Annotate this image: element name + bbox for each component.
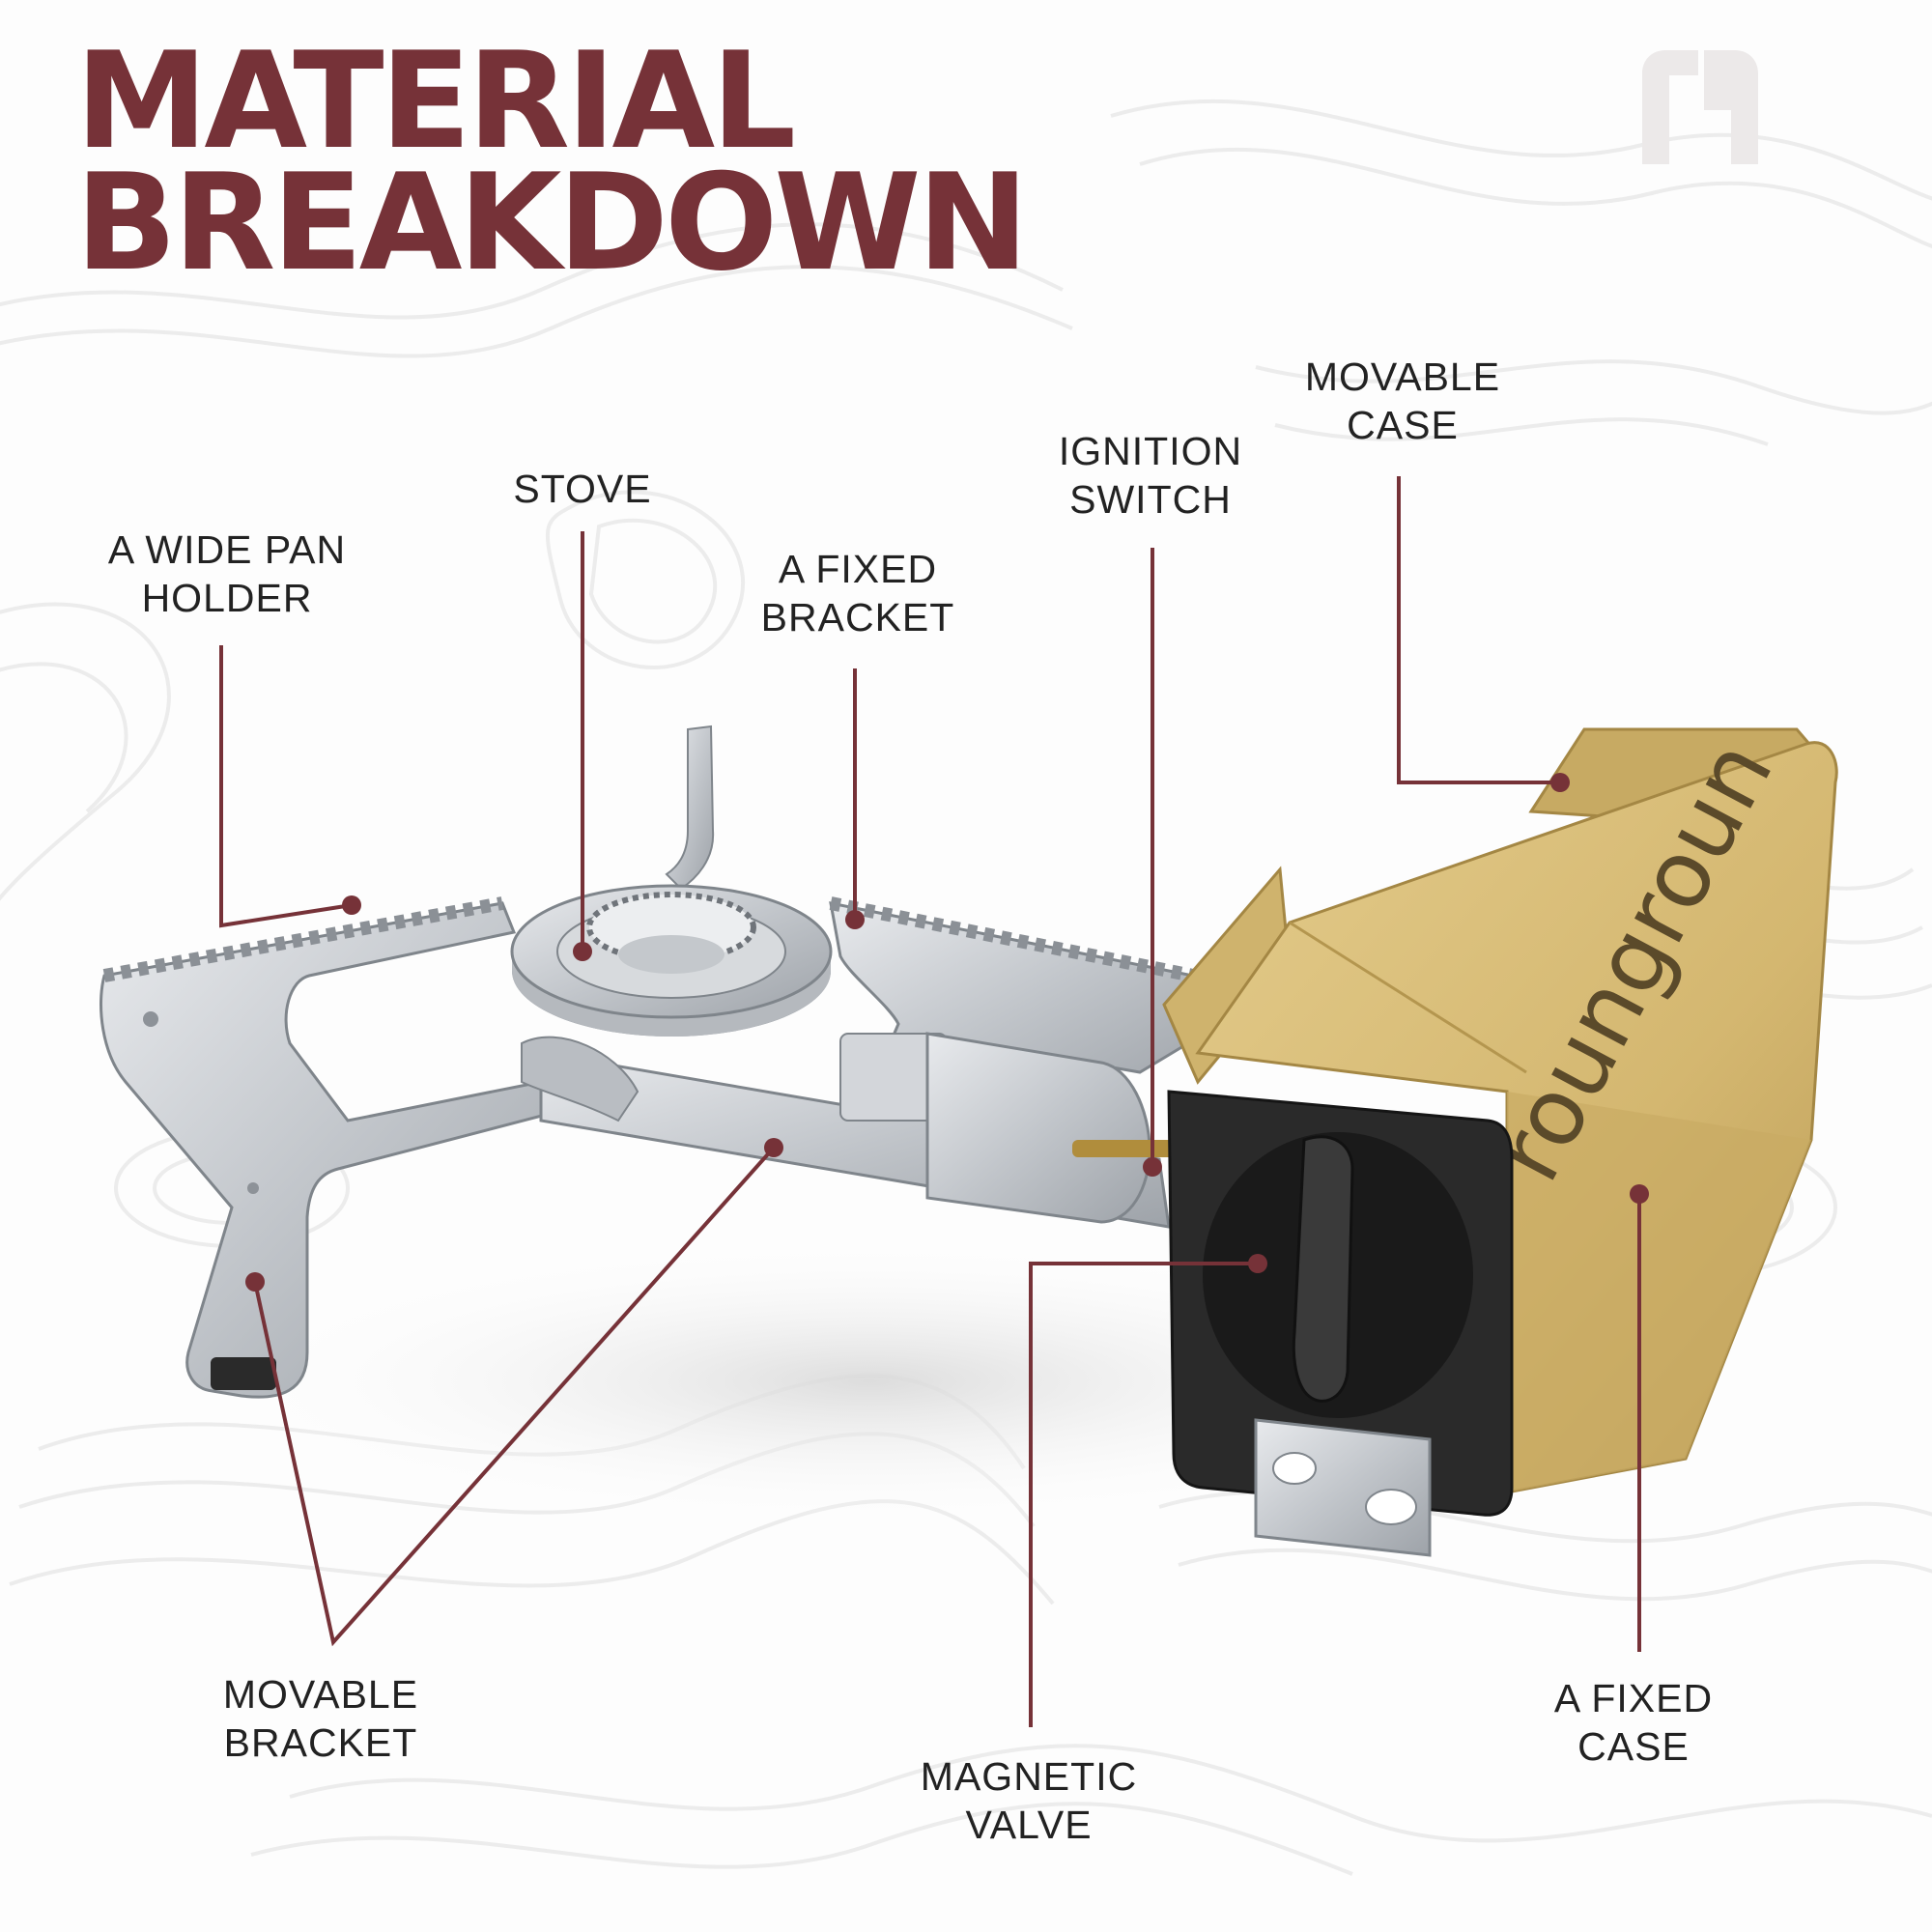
dot-fixed-bracket [845, 910, 865, 929]
dot-ignition-switch [1143, 1157, 1162, 1177]
brass-valve-pin [1072, 1140, 1179, 1157]
control-panel [1167, 1090, 1514, 1517]
leader-lines [219, 476, 1641, 1727]
page-title: MATERIAL BREAKDOWN [75, 23, 1029, 300]
label-magnetic-valve: MAGNETIC VALVE [920, 1754, 1138, 1847]
label-wide-pan-holder: A WIDE PAN HOLDER [107, 527, 347, 620]
label-ignition-switch: IGNITION SWITCH [1058, 429, 1243, 522]
pan-holder-arm [99, 896, 563, 1399]
title-line-1: MATERIAL [75, 23, 796, 179]
label-fixed-case: A FIXED CASE [1553, 1676, 1714, 1769]
dot-stove [573, 942, 592, 961]
dot-movable-bracket [245, 1272, 265, 1292]
dot-movable-bracket-rail [764, 1138, 783, 1157]
stove-burner [510, 884, 833, 1037]
label-fixed-bracket: A FIXED BRACKET [760, 547, 955, 639]
leader-movable-case [1397, 476, 1560, 784]
dot-movable-case [1550, 773, 1570, 792]
leader-wide-pan-holder [219, 645, 353, 928]
dot-fixed-case [1630, 1184, 1649, 1204]
label-movable-case: MOVABLE CASE [1304, 355, 1501, 447]
label-movable-bracket: MOVABLE BRACKET [222, 1672, 419, 1765]
leader-dots [245, 773, 1649, 1292]
control-knob-handle [1292, 1135, 1354, 1403]
label-stove: STOVE [513, 467, 652, 511]
ignition-clip [665, 724, 715, 891]
title-line-2: BREAKDOWN [75, 145, 1029, 300]
pan-holder-foot [211, 1357, 276, 1390]
dot-magnetic-valve [1248, 1254, 1267, 1273]
leader-movable-bracket [253, 1146, 776, 1647]
bottle-opener-tab [1254, 1418, 1432, 1557]
hinge-joint [521, 1036, 639, 1122]
brand-logo-icon [1642, 50, 1758, 164]
fixed-case-body: roungroun [1195, 724, 1838, 1494]
dot-wide-pan-holder [342, 895, 361, 915]
leader-magnetic-valve [1029, 1262, 1258, 1727]
